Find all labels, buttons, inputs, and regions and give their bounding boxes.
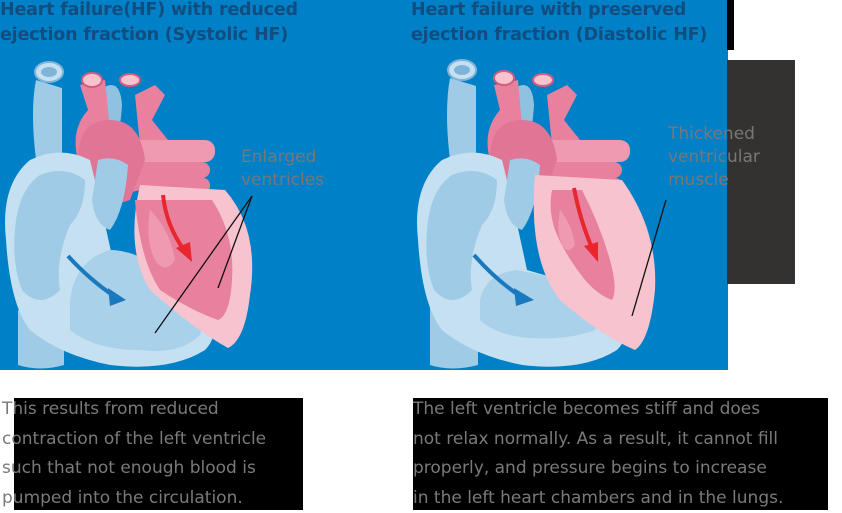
caption-line: not relax normally. As a result, it cann… (413, 425, 783, 455)
label-line: ventricular (668, 146, 760, 169)
title-overflow-mask (727, 0, 734, 50)
panel-1-title: Heart failure(HF) with reduced ejection … (0, 0, 298, 48)
label-line: Thickened (668, 123, 760, 146)
heart-illustration-systolic (0, 50, 360, 370)
caption-line: pumped into the circulation. (2, 484, 266, 513)
caption-line: in the left heart chambers and in the lu… (413, 484, 783, 513)
enlarged-ventricles-label: Enlarged ventricles (241, 146, 324, 192)
heart-illustration-diastolic (400, 50, 730, 370)
label-line: Enlarged (241, 146, 324, 169)
panel-2-title-line-2: ejection fraction (Diastolic HF) (411, 23, 707, 48)
thickened-muscle-label: Thickened ventricular muscle (668, 123, 760, 192)
caption-line: properly, and pressure begins to increas… (413, 454, 783, 484)
panel-1-title-line-2: ejection fraction (Systolic HF) (0, 23, 298, 48)
panel-2-title-line-1: Heart failure with preserved (411, 0, 707, 23)
caption-line: This results from reduced (2, 395, 266, 425)
panel-2-title: Heart failure with preserved ejection fr… (411, 0, 707, 48)
label-line: ventricles (241, 169, 324, 192)
panel-2-caption: The left ventricle becomes stiff and doe… (413, 395, 783, 513)
label-line: muscle (668, 169, 760, 192)
panel-1-title-line-1: Heart failure(HF) with reduced (0, 0, 298, 23)
caption-line: contraction of the left ventricle (2, 425, 266, 455)
panel-1-caption: This results from reduced contraction of… (2, 395, 266, 513)
caption-line: such that not enough blood is (2, 454, 266, 484)
caption-line: The left ventricle becomes stiff and doe… (413, 395, 783, 425)
